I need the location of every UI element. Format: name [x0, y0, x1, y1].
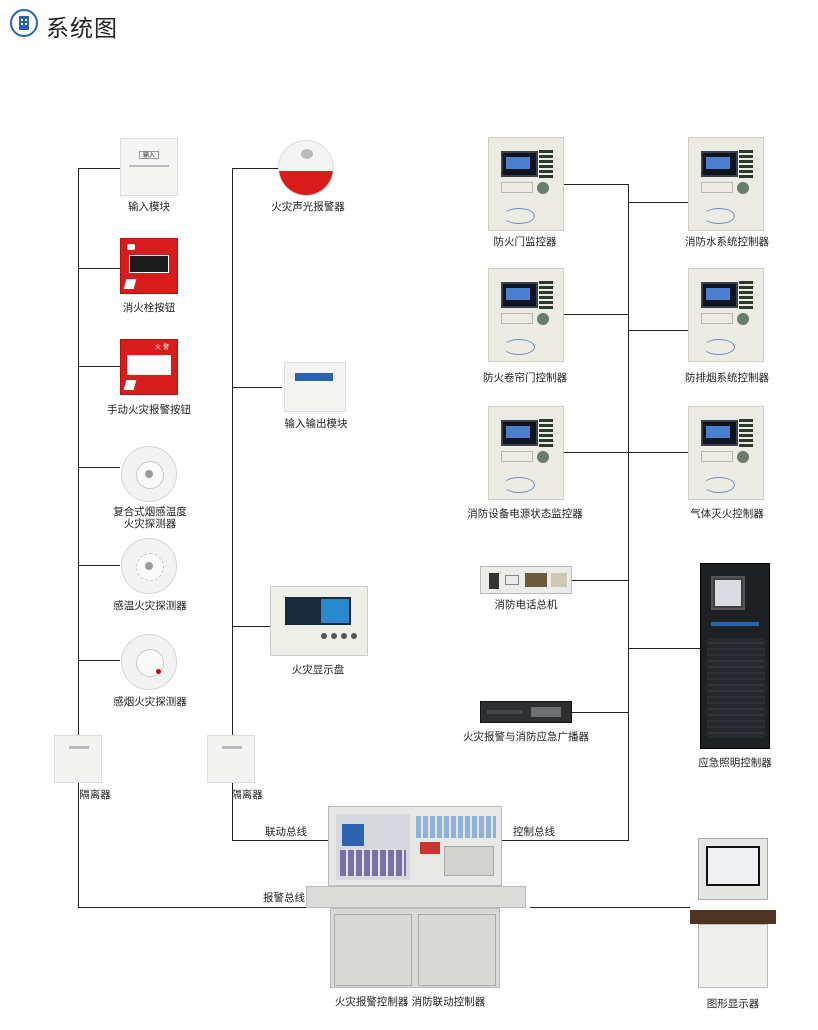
fire-phone-host-device [480, 566, 572, 594]
branch-gas [628, 452, 688, 453]
io-module-label: 输入输出模块 [284, 418, 348, 430]
branch-smoke [78, 660, 120, 661]
branch-graphic [530, 907, 690, 908]
branch-manual [78, 366, 120, 367]
alarm-word: 火 警 [155, 344, 169, 351]
branch-display-panel [232, 626, 270, 627]
linkage-bus-vertical [232, 168, 233, 841]
branch-water [628, 202, 688, 203]
fire-door-monitor-device [488, 137, 564, 231]
emergency-lighting-cabinet [700, 563, 770, 749]
isolator-mid-device [207, 735, 255, 783]
composite-detector-device [121, 446, 177, 502]
branch-shutter [563, 314, 628, 315]
alarm-bus-vertical [78, 168, 79, 908]
branch-power [563, 452, 628, 453]
gas-extinguish-controller-device [688, 406, 764, 500]
broadcast-device [480, 701, 572, 723]
sound-light-alarm-label: 火灾声光报警器 [271, 201, 345, 213]
page-title: 系统图 [46, 16, 118, 42]
main-controller-label: 火灾报警控制器 消防联动控制器 [334, 996, 486, 1008]
hydrant-button-device [120, 238, 178, 294]
smoke-detector-device [121, 634, 177, 690]
graphic-display-device [690, 838, 776, 990]
heat-detector-device [121, 538, 177, 594]
smoke-exhaust-controller-device [688, 268, 764, 362]
emergency-lighting-label: 应急照明控制器 [698, 757, 772, 769]
smoke-exhaust-controller-label: 防排烟系统控制器 [685, 372, 769, 384]
broadcast-label: 火灾报警与消防应急广播器 [463, 731, 589, 743]
manual-alarm-button-label: 手动火灾报警按钮 [107, 404, 191, 416]
linkage-bus-horizontal [232, 840, 330, 841]
fire-display-panel-device [270, 586, 368, 656]
input-module-label: 输入模块 [128, 201, 170, 213]
branch-emergency [628, 648, 700, 649]
branch-exhaust [628, 330, 688, 331]
branch-sound-light [232, 168, 278, 169]
composite-detector-label-line2: 火灾探测器 [123, 518, 177, 530]
linkage-bus-label: 联动总线 [265, 826, 307, 838]
alarm-bus-horizontal [78, 907, 330, 908]
isolator-left-label: 隔离器 [79, 789, 111, 801]
isolator-mid-label: 隔离器 [231, 789, 263, 801]
branch-heat [78, 565, 120, 566]
branch-broadcast [572, 712, 628, 713]
fire-door-monitor-label: 防火门监控器 [493, 236, 557, 248]
power-monitor-device [488, 406, 564, 500]
water-system-controller-device [688, 137, 764, 231]
graphic-display-label: 图形显示器 [706, 998, 760, 1010]
branch-hydrant [78, 268, 120, 269]
gas-extinguish-controller-label: 气体灭火控制器 [690, 508, 764, 520]
fire-shutter-controller-label: 防火卷帘门控制器 [483, 372, 567, 384]
fire-shutter-controller-device [488, 268, 564, 362]
water-system-controller-label: 消防水系统控制器 [685, 236, 769, 248]
branch-io-module [232, 387, 282, 388]
hydrant-button-label: 消火栓按钮 [122, 302, 176, 314]
main-console [300, 806, 530, 988]
input-module-device: 输入 [120, 138, 178, 196]
control-bus-label: 控制总线 [513, 826, 555, 838]
isolator-left-device [54, 735, 102, 783]
fire-phone-host-label: 消防电话总机 [494, 599, 558, 611]
fire-display-panel-label: 火灾显示盘 [291, 664, 345, 676]
branch-phone [572, 580, 628, 581]
branch-door-monitor [563, 184, 628, 185]
power-monitor-label: 消防设备电源状态监控器 [467, 508, 583, 520]
smoke-detector-label: 感烟火灾探测器 [113, 696, 187, 708]
input-module-tag: 输入 [139, 151, 159, 159]
branch-composite [78, 467, 120, 468]
sound-light-alarm-device [278, 140, 334, 196]
io-module-device [284, 362, 346, 412]
heat-detector-label: 感温火灾探测器 [113, 600, 187, 612]
alarm-bus-label: 报警总线 [263, 892, 305, 904]
manual-alarm-button-device: 火 警 [120, 339, 178, 395]
branch-input-module [78, 168, 120, 169]
control-bus-vertical [628, 184, 629, 841]
building-icon [10, 9, 38, 37]
composite-detector-label-line1: 复合式烟感温度 [113, 506, 187, 518]
control-bus-horizontal [498, 840, 629, 841]
